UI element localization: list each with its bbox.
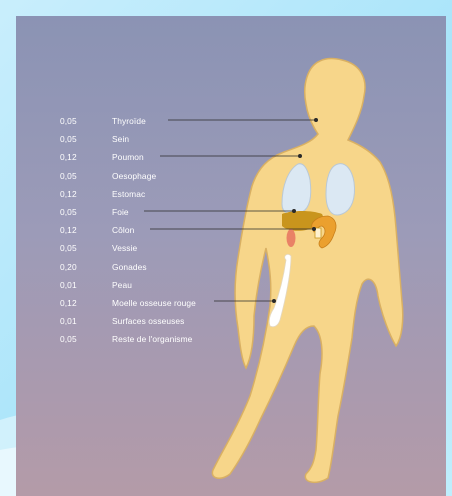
organ-label: Vessie <box>112 239 137 257</box>
factor-value: 0,01 <box>60 312 94 330</box>
dot-thyroide <box>314 118 317 121</box>
organ-label: Sein <box>112 130 129 148</box>
factor-value: 0,12 <box>60 294 94 312</box>
organ-label: Oesophage <box>112 167 156 185</box>
factor-value: 0,05 <box>60 330 94 348</box>
factor-value: 0,20 <box>60 258 94 276</box>
factor-value: 0,05 <box>60 167 94 185</box>
factor-value: 0,12 <box>60 221 94 239</box>
factor-value: 0,05 <box>60 203 94 221</box>
organ-label: Côlon <box>112 221 134 239</box>
organ-label: Foie <box>112 203 129 221</box>
dot-moelle <box>272 299 275 302</box>
organ-label: Moelle osseuse rouge <box>112 294 196 312</box>
dot-poumon <box>298 154 301 157</box>
factor-value: 0,05 <box>60 130 94 148</box>
factor-value: 0,01 <box>60 276 94 294</box>
organ-label: Surfaces osseuses <box>112 312 184 330</box>
organ-label: Peau <box>112 276 132 294</box>
factor-value: 0,05 <box>60 112 94 130</box>
organ-label: Reste de l'organisme <box>112 330 192 348</box>
dot-foie <box>292 209 295 212</box>
factor-value: 0,12 <box>60 148 94 166</box>
organ-label: Estomac <box>112 185 145 203</box>
organ-label: Gonades <box>112 258 147 276</box>
bladder <box>287 229 296 247</box>
dot-colon <box>312 227 315 230</box>
factor-value: 0,12 <box>60 185 94 203</box>
right-lung <box>326 164 355 215</box>
body-silhouette <box>212 59 402 483</box>
organ-label: Thyroïde <box>112 112 146 130</box>
organ-label: Poumon <box>112 148 144 166</box>
factor-value: 0,05 <box>60 239 94 257</box>
